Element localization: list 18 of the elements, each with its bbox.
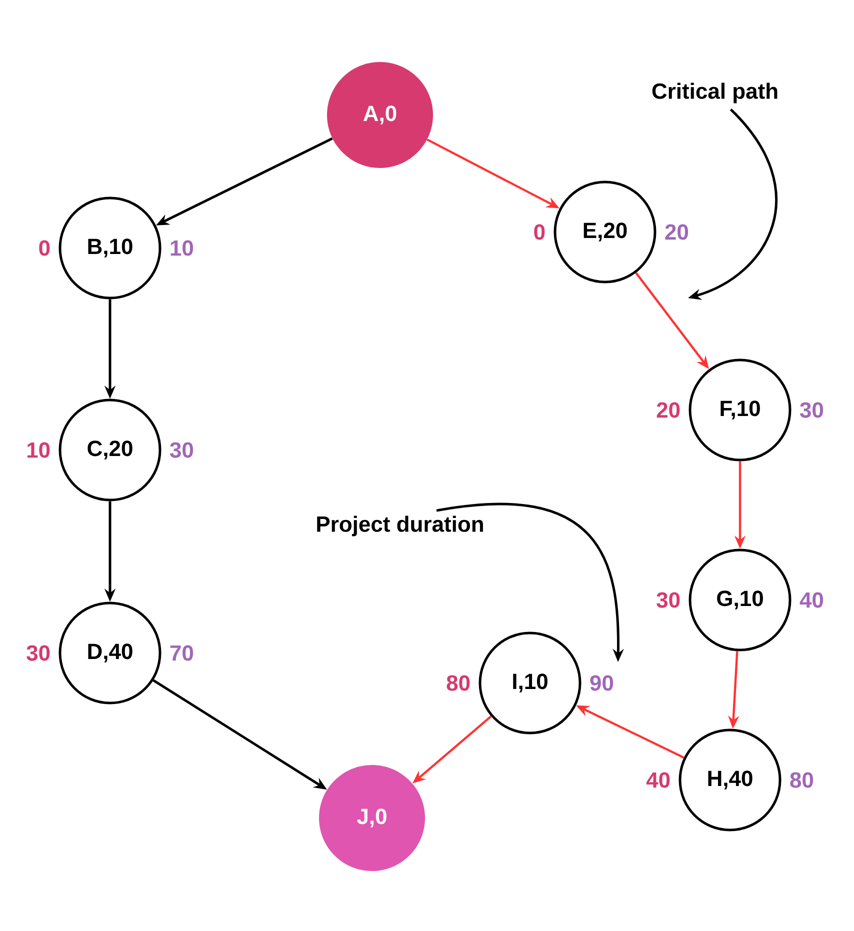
time-label: 0 xyxy=(39,240,50,256)
time-label: 30 xyxy=(170,442,194,458)
time-label: 70 xyxy=(170,645,194,661)
time-label: 10 xyxy=(27,442,50,458)
time-label: 90 xyxy=(590,675,614,691)
time-label: 10 xyxy=(170,240,194,256)
time-label: 20 xyxy=(665,224,688,240)
time-label: 30 xyxy=(800,402,824,418)
time-label: 40 xyxy=(800,592,824,608)
time-label: 30 xyxy=(656,592,680,608)
time-label: 30 xyxy=(26,645,50,661)
time-label: 80 xyxy=(446,675,470,691)
time-label: 40 xyxy=(646,772,670,788)
time-label: 80 xyxy=(790,772,814,788)
time-label: 0 xyxy=(534,224,545,240)
callout-text: Critical path xyxy=(652,82,778,104)
time-label: 20 xyxy=(656,402,680,418)
callout-text: Project duration xyxy=(317,516,483,536)
